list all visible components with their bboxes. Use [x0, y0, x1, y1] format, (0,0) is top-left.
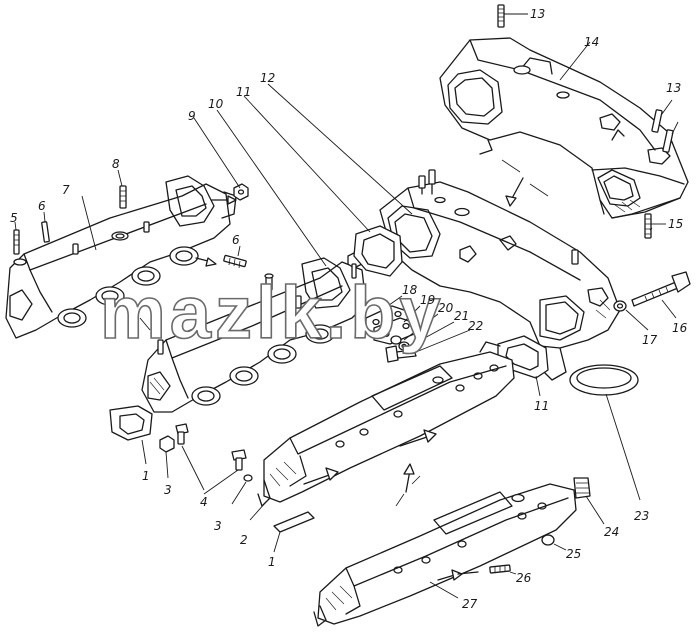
stud-6-right	[223, 245, 247, 269]
stud-26	[489, 564, 517, 575]
callout-1-left: 1	[142, 469, 150, 483]
callout-15: 15	[668, 217, 683, 231]
callout-2: 2	[240, 533, 248, 547]
callout-27: 27	[462, 597, 478, 611]
nut-9	[233, 183, 249, 201]
stud-6-left	[41, 211, 50, 243]
callout-11-bottom: 11	[534, 399, 549, 413]
washer-3-right	[231, 474, 253, 505]
callout-24: 24	[604, 525, 619, 539]
callout-5: 5	[10, 211, 18, 225]
assembly-arrow-upper	[501, 159, 549, 207]
callout-9: 9	[188, 109, 196, 123]
leader-2	[249, 501, 267, 521]
stud-15	[644, 213, 666, 239]
leader-27	[429, 581, 459, 599]
callout-26: 26	[516, 571, 532, 585]
part-7-exhaust-manifold	[5, 175, 237, 339]
leader-lines	[81, 41, 653, 353]
stud-5	[13, 221, 20, 255]
assembly-arrows-mid	[303, 429, 437, 507]
gasket-19	[373, 317, 419, 345]
callout-6-left: 6	[38, 199, 46, 213]
lockwasher-21	[398, 341, 410, 351]
assembly-arrows-left	[195, 195, 237, 267]
callout-4: 4	[200, 495, 208, 509]
stud-13-top	[497, 4, 528, 28]
callout-13-top: 13	[530, 7, 545, 21]
stud-8	[117, 169, 127, 209]
callout-22: 22	[468, 319, 483, 333]
callout-6-right: 6	[232, 233, 240, 247]
callout-25: 25	[566, 547, 581, 561]
callout-11-top: 11	[236, 85, 251, 99]
plug-25	[541, 534, 567, 551]
callout-17: 17	[642, 333, 658, 347]
callout-18: 18	[402, 283, 418, 297]
callout-20: 20	[438, 301, 454, 315]
part-2-manifold-cover	[257, 341, 515, 507]
washer-17	[613, 300, 649, 331]
washer-20	[390, 335, 402, 345]
gasket-11-upper	[353, 225, 403, 277]
leader-small	[139, 317, 151, 331]
callout-1-bottom: 1	[268, 555, 276, 569]
callout-10: 10	[208, 97, 224, 111]
callout-16: 16	[672, 321, 688, 335]
part-14-intake-manifold	[439, 37, 689, 219]
callout-19: 19	[420, 293, 435, 307]
part-27-manifold	[313, 483, 577, 627]
callout-13-right: 13	[666, 81, 681, 95]
callout-8: 8	[112, 157, 120, 171]
studs-13-right	[651, 99, 679, 153]
callout-labels: 13 14 13 15 12 11 10 9 8 7 6 5 6 16 17 1…	[10, 7, 688, 611]
callout-23: 23	[634, 509, 649, 523]
callout-3-left: 3	[164, 483, 172, 497]
callout-14: 14	[584, 35, 599, 49]
plug-24	[573, 477, 605, 525]
watermark-text: mazlk.by	[100, 271, 445, 354]
gasket-1-lower	[273, 511, 315, 553]
callout-21: 21	[454, 309, 469, 323]
callout-3-right: 3	[214, 519, 222, 533]
bolt-4	[175, 423, 247, 495]
callout-7: 7	[62, 183, 70, 197]
callout-12: 12	[260, 71, 275, 85]
bolt-16	[631, 271, 691, 319]
gasket-23	[569, 364, 641, 501]
bolt-22	[385, 345, 417, 363]
nut-3-left	[159, 435, 175, 479]
gasket-1-left	[109, 405, 153, 465]
part-10-exhaust-manifold	[141, 257, 367, 413]
